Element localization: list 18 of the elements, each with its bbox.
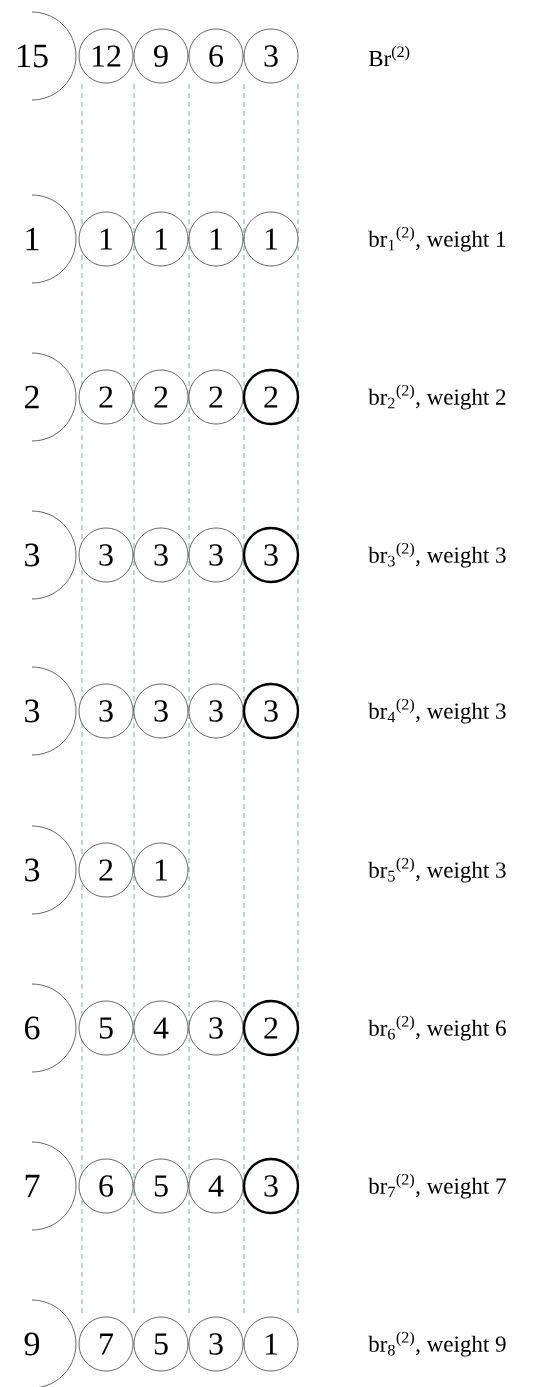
half-circle-node: 2 [25, 352, 77, 442]
row-label: br$_{4}$$^{(2)}$, weight 3 [368, 698, 506, 724]
row-label: br$_{3}$$^{(2)}$, weight 3 [368, 542, 506, 568]
half-circle-node: 7 [25, 1141, 77, 1231]
row-label: br$_{1}$$^{(2)}$, weight 1 [368, 226, 506, 252]
row-label: br$_{8}$$^{(2)}$, weight 9 [368, 1331, 506, 1357]
half-circle-node: 15 [18, 11, 77, 101]
half-circle-node: 3 [25, 825, 77, 915]
half-circle-node: 6 [24, 983, 77, 1073]
row-label: br$_{5}$$^{(2)}$, weight 3 [368, 857, 506, 883]
half-circle-node: 3 [25, 666, 77, 756]
row-label: Br$^{(2)}$ [368, 45, 410, 67]
row-label: br$_{6}$$^{(2)}$, weight 6 [368, 1015, 506, 1041]
half-circle-node: 9 [24, 1299, 77, 1387]
half-circle-node: 1 [26, 194, 77, 284]
row-label: br$_{2}$$^{(2)}$, weight 2 [368, 384, 506, 410]
half-circle-node: 3 [25, 510, 77, 600]
row-label: br$_{7}$$^{(2)}$, weight 7 [368, 1173, 506, 1199]
